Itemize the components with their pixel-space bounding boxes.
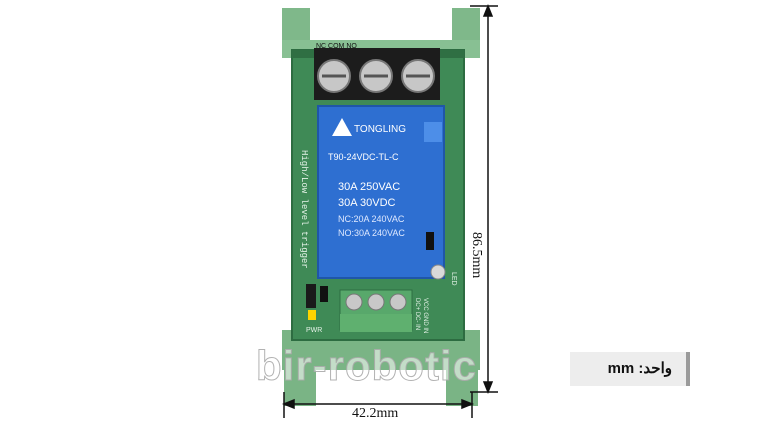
- input-labels-2: VCC GND IN: [422, 298, 428, 333]
- relay-brand: TONGLING: [354, 124, 406, 135]
- watermark: bir-robotic: [256, 342, 477, 390]
- relay-model: T90-24VDC-TL-C: [328, 152, 399, 162]
- pcb-led-label: LED: [450, 272, 457, 286]
- relay-rating-3: NC:20A 240VAC: [338, 214, 405, 224]
- relay-rating-1: 30A 250VAC: [338, 181, 400, 193]
- terminal-labels: NC COM NO: [316, 43, 357, 50]
- input-terminal-block: [339, 289, 413, 332]
- screw-terminal-block: [314, 48, 440, 100]
- pcb-components: [306, 232, 446, 320]
- unit-text: واحد: mm: [607, 360, 672, 377]
- pcb-pwr-label: PWR: [306, 327, 322, 334]
- relay-rating-2: 30A 30VDC: [338, 197, 396, 209]
- height-dimension-line: [470, 3, 498, 395]
- unit-badge: واحد: mm: [570, 352, 690, 386]
- width-dimension-line: [281, 392, 475, 418]
- height-dimension-label: 86.5mm: [469, 232, 484, 279]
- relay-rating-4: NO:30A 240VAC: [338, 228, 405, 238]
- input-labels: DC+ DC- IN: [414, 298, 420, 330]
- width-dimension-label: 42.2mm: [352, 406, 399, 421]
- pcb-side-text: High/Low level trigger: [299, 150, 309, 269]
- relay: TONGLING T90-24VDC-TL-C 30A 250VAC 30A 3…: [317, 105, 445, 279]
